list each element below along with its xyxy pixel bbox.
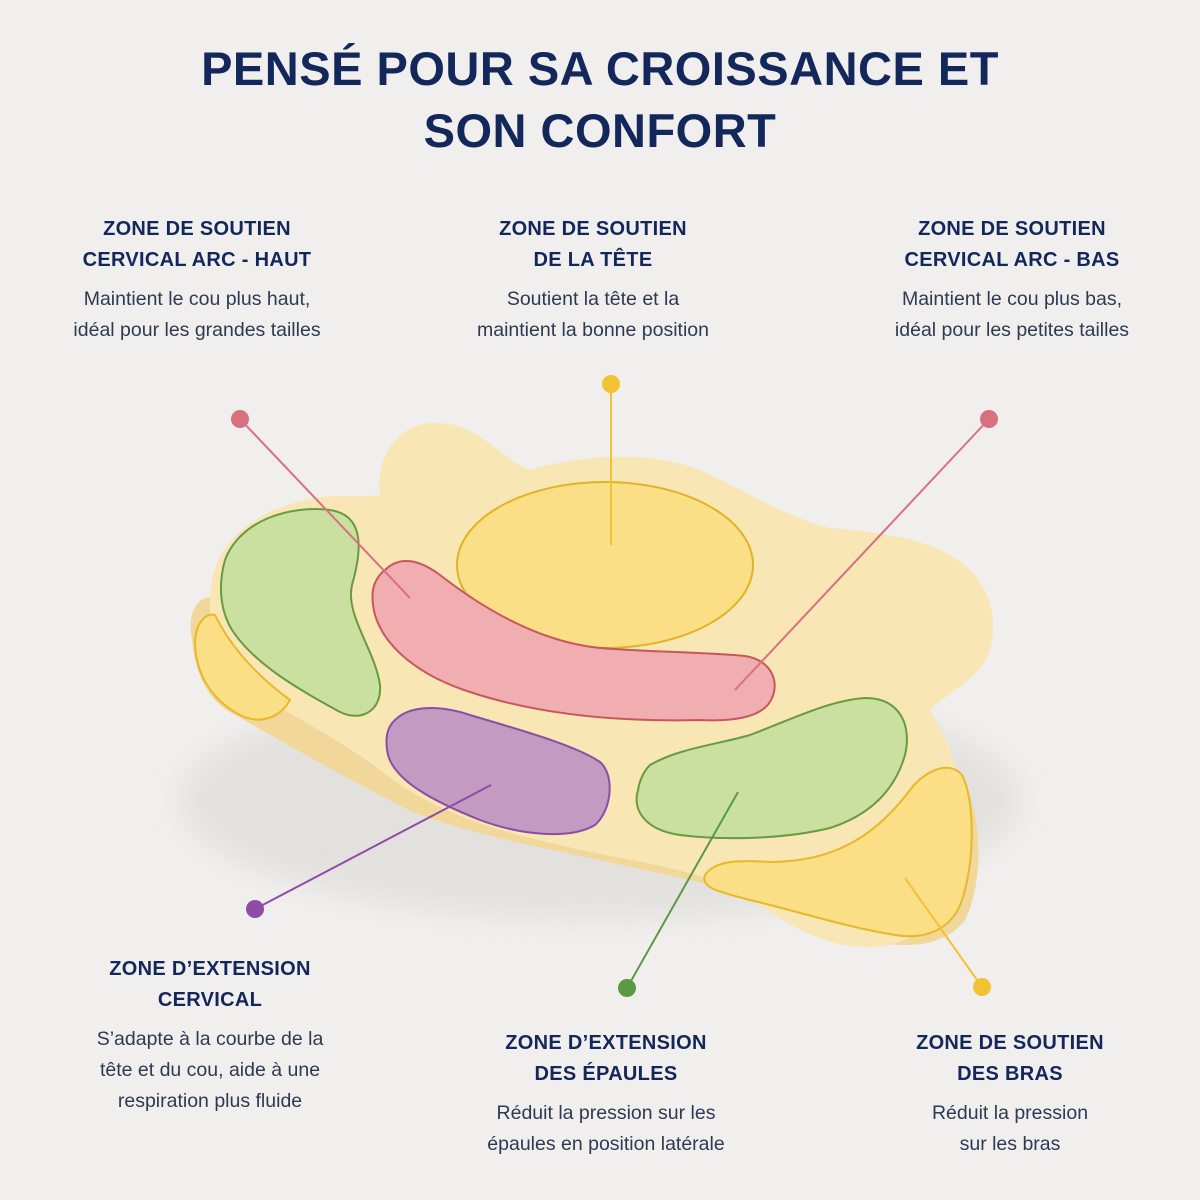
zone-title: ZONE DE SOUTIEN DE LA TÊTE (413, 214, 773, 276)
zone-arm-right (703, 766, 973, 938)
zone-cervical-haut: ZONE DE SOUTIEN CERVICAL ARC - HAUT Main… (17, 214, 377, 346)
zone-title: ZONE DE SOUTIEN DES BRAS (830, 1028, 1190, 1090)
zone-arm-left (194, 613, 292, 721)
zone-title: ZONE DE SOUTIEN CERVICAL ARC - HAUT (17, 214, 377, 276)
zone-soutien-bras: ZONE DE SOUTIEN DES BRAS Réduit la press… (830, 1028, 1190, 1160)
zone-shoulder-right (635, 696, 908, 840)
zone-description: Maintient le cou plus bas, idéal pour le… (832, 284, 1192, 346)
zone-desc-line: épaules en position latérale (487, 1133, 725, 1155)
zone-desc-line: Maintient le cou plus bas, (901, 288, 1123, 310)
zone-title-line: DE LA TÊTE (533, 249, 653, 271)
zone-title: ZONE D’EXTENSION DES ÉPAULES (426, 1028, 786, 1090)
zone-desc-line: maintient la bonne position (477, 319, 709, 341)
zone-title: ZONE DE SOUTIEN CERVICAL ARC - BAS (832, 214, 1192, 276)
zone-extension-cervical: ZONE D’EXTENSION CERVICAL S’adapte à la … (30, 954, 390, 1117)
zone-title-line: DES BRAS (957, 1063, 1063, 1085)
zone-description: Maintient le cou plus haut, idéal pour l… (17, 284, 377, 346)
zone-cervical-bas: ZONE DE SOUTIEN CERVICAL ARC - BAS Maint… (832, 214, 1192, 346)
zone-title-line: CERVICAL (157, 989, 263, 1011)
zone-title: ZONE D’EXTENSION CERVICAL (30, 954, 390, 1016)
title-line-2: SON CONFORT (423, 104, 777, 157)
zone-desc-line: sur les bras (959, 1133, 1061, 1155)
zone-title-line: ZONE D’EXTENSION (109, 958, 311, 980)
dot-ext-epaules (618, 979, 636, 997)
zone-description: Réduit la pression sur les bras (830, 1098, 1190, 1160)
zone-title-line: CERVICAL ARC - HAUT (82, 249, 312, 271)
dot-cervical-haut (231, 410, 249, 428)
leader-line-ext-epaules (626, 791, 739, 989)
zone-desc-line: Réduit la pression sur les (496, 1102, 716, 1124)
zone-tete: ZONE DE SOUTIEN DE LA TÊTE Soutient la t… (413, 214, 773, 346)
zone-title-line: ZONE DE SOUTIEN (103, 218, 291, 240)
zone-desc-line: respiration plus fluide (117, 1090, 303, 1112)
zone-title-line: ZONE DE SOUTIEN (499, 218, 687, 240)
title-line-1: PENSÉ POUR SA CROISSANCE ET (201, 42, 999, 95)
dot-cervical-bas (980, 410, 998, 428)
dot-tete (602, 375, 620, 393)
leader-line-cervical-haut (239, 418, 411, 599)
zone-desc-line: Réduit la pression (931, 1102, 1089, 1124)
zone-desc-line: tête et du cou, aide à une (99, 1059, 321, 1081)
leader-line-bras (904, 877, 983, 988)
dot-ext-cervical (246, 900, 264, 918)
zone-cervical-arc (371, 559, 776, 722)
zone-title-line: ZONE DE SOUTIEN (918, 218, 1106, 240)
leader-line-cervical-bas (734, 418, 990, 691)
zone-desc-line: Soutient la tête et la (506, 288, 680, 310)
zone-desc-line: idéal pour les petites tailles (894, 319, 1130, 341)
zone-description: Réduit la pression sur les épaules en po… (426, 1098, 786, 1160)
zone-desc-line: idéal pour les grandes tailles (73, 319, 321, 341)
zone-description: Soutient la tête et la maintient la bonn… (413, 284, 773, 346)
page-title: PENSÉ POUR SA CROISSANCE ET SON CONFORT (0, 38, 1200, 162)
zone-extension-epaules: ZONE D’EXTENSION DES ÉPAULES Réduit la p… (426, 1028, 786, 1160)
zone-title-line: CERVICAL ARC - BAS (904, 249, 1120, 271)
zone-description: S’adapte à la courbe de la tête et du co… (30, 1024, 390, 1117)
dot-bras (973, 978, 991, 996)
zone-title-line: ZONE DE SOUTIEN (916, 1032, 1104, 1054)
zone-desc-line: Maintient le cou plus haut, (83, 288, 311, 310)
zone-cervical-extension (385, 707, 611, 836)
zone-title-line: DES ÉPAULES (534, 1063, 678, 1085)
leader-line-ext-cervical (254, 784, 492, 910)
zone-desc-line: S’adapte à la courbe de la (96, 1028, 324, 1050)
zone-title-line: ZONE D’EXTENSION (505, 1032, 707, 1054)
